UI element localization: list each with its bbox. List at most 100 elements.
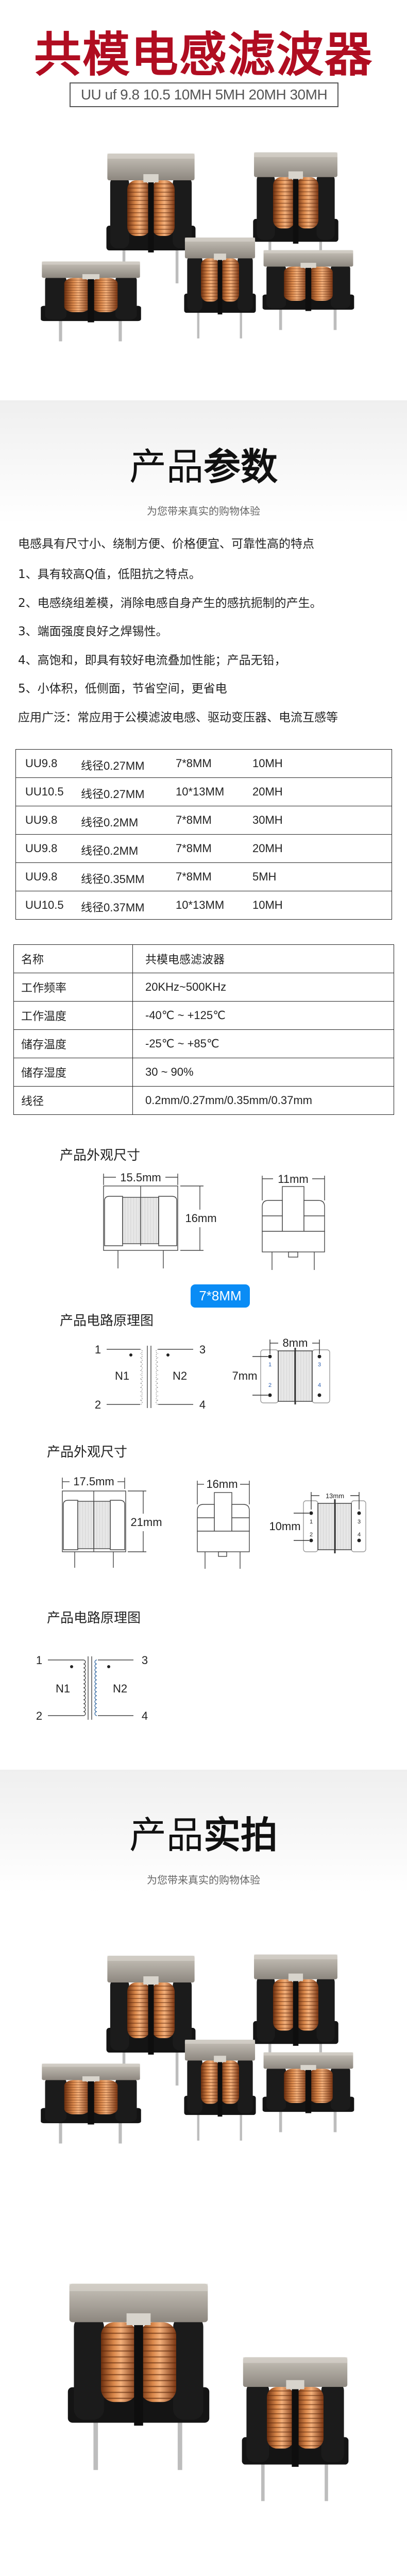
circuit-heading: 产品电路原理图: [47, 1611, 141, 1626]
model-row: UU9.8 线径0.2MM 7*8MM 30MH: [15, 806, 392, 835]
pin-pitch-label: 7mm: [232, 1369, 258, 1382]
spec-value: 30 ~ 90%: [132, 1058, 394, 1087]
inductance: 10MH: [252, 757, 283, 770]
inductor-photo-large: [67, 2283, 210, 2470]
circuit-schematic: [107, 1346, 193, 1408]
photos-section-title: 产品实拍: [0, 1815, 407, 1856]
winding-label: N2: [113, 1682, 127, 1695]
photos-section-subtitle: 为您带来真实的购物体验: [147, 1874, 260, 1886]
inductor-photo: [262, 2052, 354, 2132]
core-size: 10*13MM: [176, 899, 225, 911]
spec-label: 储存湿度: [13, 1058, 133, 1087]
bottom-view-drawing: [294, 1492, 366, 1553]
pin-span-label: 13mm: [326, 1492, 344, 1500]
feature-line: 4、高饱和，即具有较好电流叠加性能；产品无铅，: [18, 654, 286, 667]
spec-row: 名称共模电感滤波器: [13, 944, 394, 973]
models-table: UU9.8 线径0.27MM 7*8MM 10MH UU10.5 线径0.27MM 10*1…: [15, 749, 392, 920]
inductor-photo: [184, 2040, 256, 2141]
section-header-band: [0, 1770, 407, 1893]
pin-number: 4: [318, 1382, 321, 1388]
pin-number: 3: [358, 1519, 361, 1525]
spec-label: 线径: [13, 1086, 133, 1115]
core-size: 10*13MM: [176, 785, 225, 798]
spec-row: 储存温度-25℃ ~ +85℃: [13, 1029, 394, 1058]
pin-number: 1: [310, 1519, 313, 1525]
model-name: UU10.5: [25, 899, 64, 911]
core-size: 7*8MM: [176, 814, 212, 826]
feature-line: 5、小体积，低侧面，节省空间，更省电: [18, 682, 227, 696]
inductor-photo: [41, 261, 141, 342]
bottom-view-drawing: [252, 1340, 330, 1404]
height-label: 21mm: [130, 1516, 162, 1529]
pin-pitch-label: 10mm: [269, 1520, 300, 1533]
width-label: 15.5mm: [120, 1171, 161, 1184]
winding-label: N1: [115, 1369, 129, 1382]
inductor-photo: [41, 2063, 141, 2144]
spec-label: 工作温度: [13, 1001, 133, 1030]
large-dimension-drawings: 17.5mm 21mm 16mm 1 2 3 4 13mm 10mm 1 2 3: [36, 1475, 366, 1722]
model-row: UU10.5 线径0.37MM 10*13MM 10MH: [15, 891, 392, 920]
params-section-title: 产品参数: [0, 446, 407, 487]
coil-winding: [83, 1659, 86, 1716]
inductor-photo: [184, 238, 256, 338]
spec-label: 储存温度: [13, 1029, 133, 1058]
feature-line: 电感具有尺寸小、绕制方便、价格便宜、可靠性高的特点: [18, 537, 314, 551]
height-label: 16mm: [185, 1212, 216, 1225]
inductor-photo-small: [242, 2357, 349, 2501]
pin-label: 4: [199, 1398, 206, 1411]
model-row-cell: UU9.8 线径0.2MM 7*8MM 30MH: [15, 806, 392, 835]
params-section-subtitle: 为您带来真实的购物体验: [147, 505, 260, 517]
pin-label: 4: [142, 1709, 148, 1722]
wire-diameter: 线径0.27MM: [81, 759, 145, 772]
size-badge: 7*8MM: [191, 1284, 250, 1308]
dimensions-heading: 产品外观尺寸: [47, 1445, 128, 1460]
front-view-drawing: [103, 1174, 204, 1268]
model-row-cell: UU10.5 线径0.27MM 10*13MM 20MH: [15, 777, 392, 806]
inductance: 10MH: [252, 899, 283, 911]
inductance: 5MH: [252, 870, 277, 883]
winding-label: N2: [173, 1369, 187, 1382]
circuit-heading: 产品电路原理图: [60, 1313, 154, 1329]
section-header-band: [0, 400, 407, 524]
model-name: UU9.8: [25, 814, 58, 826]
inductance: 20MH: [252, 785, 283, 798]
small-dimension-drawings: 15.5mm 16mm 11mm 1 2 3 4 N1 N2 1 2 3 4: [95, 1171, 330, 1411]
title-bold: 实拍: [204, 1814, 278, 1857]
winding-label: N1: [56, 1682, 70, 1695]
spec-value: -40℃ ~ +125℃: [132, 1001, 394, 1030]
pin-number: 3: [318, 1362, 321, 1368]
wire-diameter: 线径0.2MM: [81, 816, 139, 829]
wire-diameter: 线径0.37MM: [81, 901, 145, 914]
coil-winding: [140, 1349, 143, 1405]
pin-number: 2: [310, 1532, 313, 1538]
spec-row: 工作温度-40℃ ~ +125℃: [13, 1001, 394, 1030]
feature-line: 应用广泛：常应用于公模滤波电感、驱动变压器、电流互感等: [18, 711, 338, 724]
side-view-drawing: [197, 1481, 250, 1569]
pin-number: 2: [268, 1382, 272, 1388]
wire-diameter: 线径0.2MM: [81, 844, 139, 857]
spec-value: 0.2mm/0.27mm/0.35mm/0.37mm: [132, 1086, 394, 1115]
depth-label: 16mm: [206, 1478, 238, 1490]
wire-diameter: 线径0.35MM: [81, 873, 145, 886]
core-size: 7*8MM: [176, 842, 212, 855]
pin-label: 3: [199, 1343, 206, 1356]
inductance: 30MH: [252, 814, 283, 826]
front-view-drawing: [62, 1478, 146, 1568]
model-name: UU9.8: [25, 757, 58, 770]
pin-label: 3: [142, 1654, 148, 1667]
model-name: UU10.5: [25, 785, 64, 798]
spec-label: 工作频率: [13, 973, 133, 1002]
coil-winding: [94, 1659, 97, 1716]
spec-value: 20KHz~500KHz: [132, 973, 394, 1002]
title-light: 产品: [129, 445, 204, 488]
wire-diameter: 线径0.27MM: [81, 788, 145, 801]
inductance: 20MH: [252, 842, 283, 855]
coil-winding: [156, 1349, 159, 1405]
